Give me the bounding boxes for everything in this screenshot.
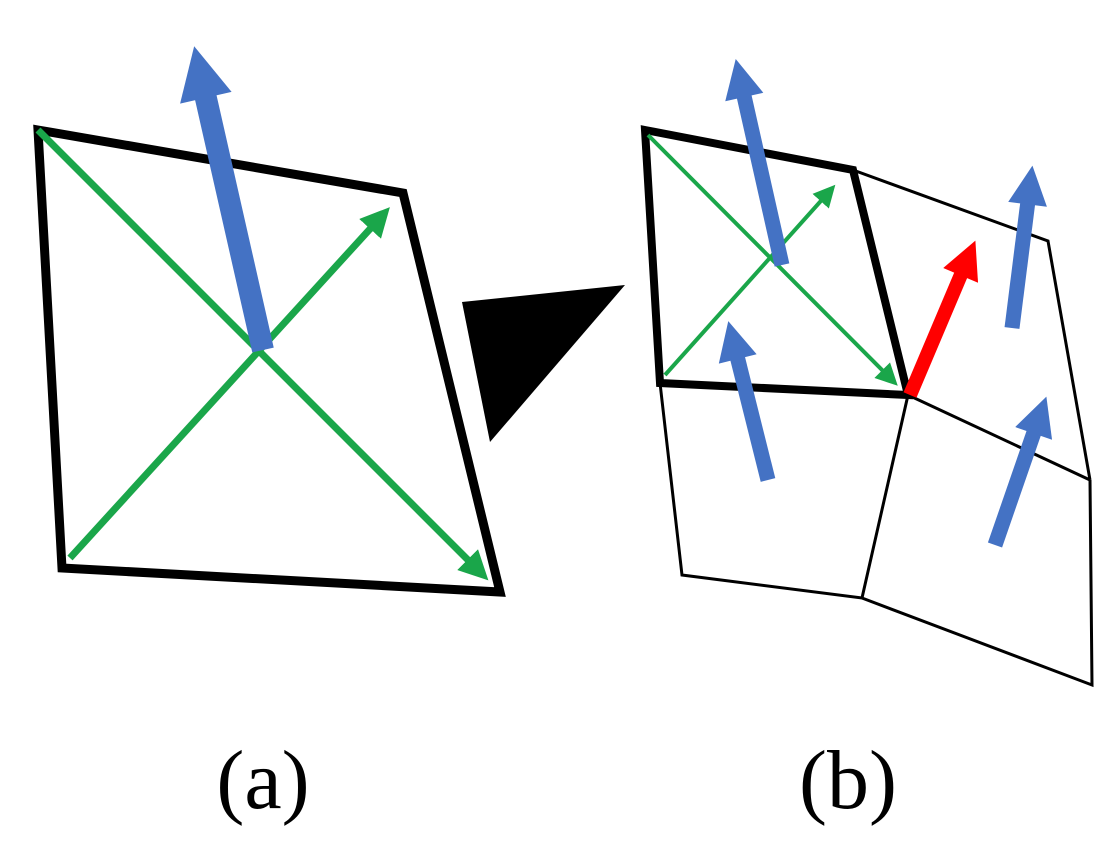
vertex-normal-arrow [903,240,979,398]
diagonal-arrow [663,184,836,377]
mesh-edge [852,168,1092,481]
face-normal-arrow [725,58,790,267]
panel-label-a: (a) [216,734,309,827]
highlighted-quad-outline [640,125,914,400]
mesh-edge [861,479,1094,688]
panel-a [33,46,506,597]
face-normal-arrow [987,396,1053,548]
quad-outline [33,124,506,597]
triangle-pointer-icon [462,285,625,442]
mesh-edge [658,382,910,600]
mesh-edge [907,393,1091,482]
panel-label-b: (b) [799,734,897,827]
diagonal-arrow [67,207,390,561]
face-normal-arrow [718,321,776,482]
panel-b [640,58,1094,688]
face-normal-arrow [180,46,274,353]
face-normal-arrow [1004,165,1047,329]
